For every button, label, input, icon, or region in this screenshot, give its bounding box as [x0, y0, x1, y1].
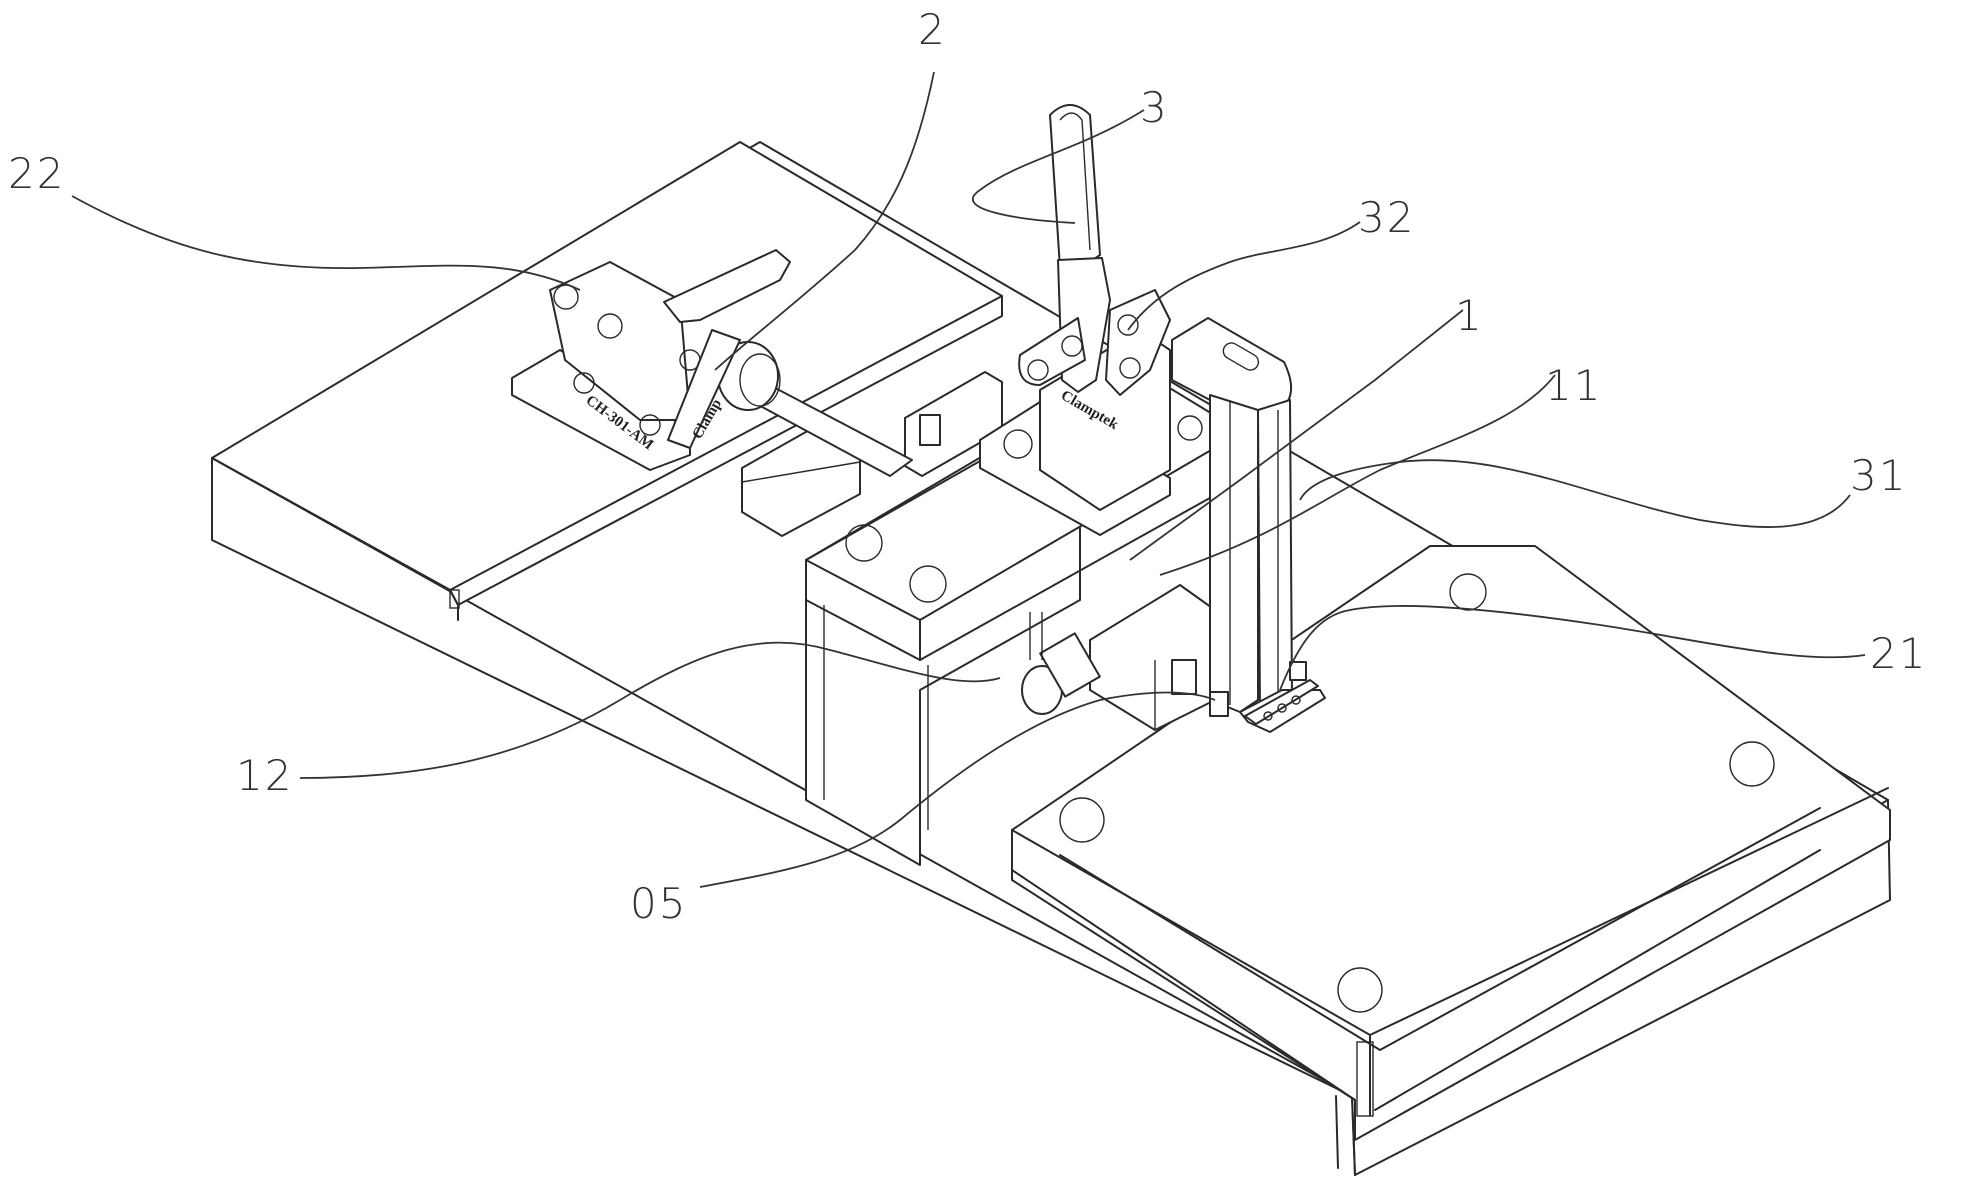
leader-22	[71, 195, 581, 291]
label-22: 22	[8, 149, 65, 198]
leader-1	[1129, 309, 1464, 561]
nest-hole-3	[1729, 741, 1775, 787]
connector-pcb	[1171, 659, 1326, 733]
leader-lines	[71, 71, 1866, 888]
label-3: 3	[1140, 83, 1169, 132]
vertical-plunger	[1209, 394, 1293, 713]
slide-rail	[741, 371, 1003, 537]
leader-11	[1159, 374, 1556, 576]
label-2: 2	[918, 5, 947, 54]
block-hole-2	[909, 565, 947, 603]
reference-labels: 2 22 3 32 1 11 31 21 12 05	[8, 5, 1927, 928]
label-12: 12	[236, 751, 293, 800]
block-hole-1	[845, 524, 883, 562]
leader-21	[1279, 605, 1866, 691]
nest-hole-1	[1059, 797, 1105, 843]
label-11: 11	[1545, 361, 1602, 410]
leader-3	[971, 109, 1145, 224]
label-32: 32	[1358, 193, 1415, 242]
nest-hole-4	[1449, 573, 1487, 611]
label-1: 1	[1455, 291, 1484, 340]
label-31: 31	[1850, 451, 1907, 500]
leader-31	[1299, 459, 1851, 528]
push-rod	[717, 341, 913, 477]
vertical-toggle-clamp: Clamptek	[979, 104, 1203, 536]
label-05: 05	[630, 879, 687, 928]
nest-hole-2	[1337, 967, 1383, 1013]
leader-2	[714, 71, 935, 371]
leader-12	[299, 641, 1001, 779]
leader-32	[1127, 221, 1361, 331]
leader-05	[699, 691, 1216, 888]
label-21: 21	[1870, 629, 1927, 678]
pneumatic-fitting	[1021, 612, 1101, 715]
left-toggle-clamp: CH-301-AM Clamp	[511, 249, 791, 471]
